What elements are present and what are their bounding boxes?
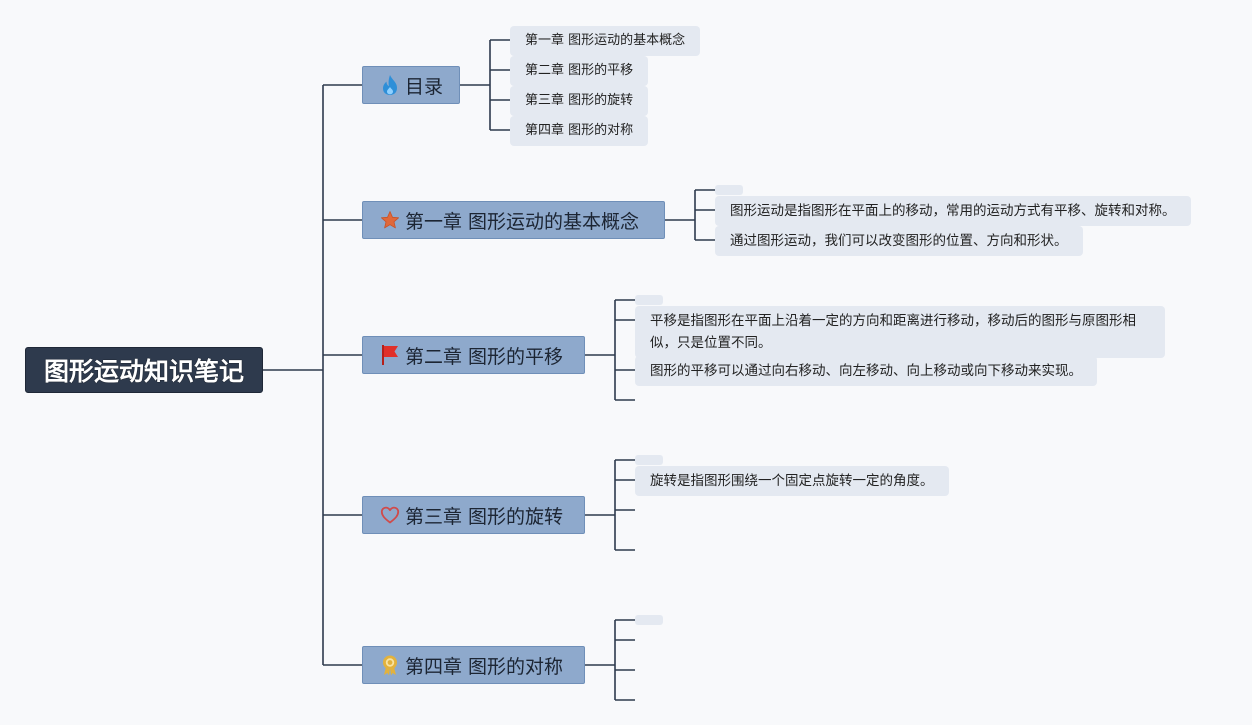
root-topic[interactable]: 图形运动知识笔记: [25, 347, 263, 393]
empty-topic[interactable]: [635, 615, 663, 625]
branch-toc-label: 目录: [405, 75, 444, 98]
root-topic-label: 图形运动知识笔记: [43, 357, 244, 386]
branch-chapter-2[interactable]: 第二章 图形的平移: [362, 336, 585, 374]
flag-icon: [379, 344, 401, 366]
branch-chapter-2-label: 第二章 图形的平移: [405, 345, 564, 368]
toc-item-chapter-1[interactable]: 第一章 图形运动的基本概念: [510, 26, 701, 56]
chapter-2-note-directions[interactable]: 图形的平移可以通过向右移动、向左移动、向上移动或向下移动来实现。: [635, 356, 1097, 386]
heart-icon: [379, 504, 401, 526]
chapter-3-note-definition[interactable]: 旋转是指图形围绕一个固定点旋转一定的角度。: [635, 466, 949, 496]
toc-item-chapter-2[interactable]: 第二章 图形的平移: [510, 56, 649, 86]
branch-chapter-1-label: 第一章 图形运动的基本概念: [405, 210, 640, 233]
branch-chapter-3[interactable]: 第三章 图形的旋转: [362, 496, 585, 534]
toc-item-chapter-4[interactable]: 第四章 图形的对称: [510, 116, 649, 146]
flame-icon: [379, 74, 401, 96]
branch-chapter-4[interactable]: 第四章 图形的对称: [362, 646, 585, 684]
empty-topic[interactable]: [635, 295, 663, 305]
chapter-1-note-purpose[interactable]: 通过图形运动，我们可以改变图形的位置、方向和形状。: [715, 226, 1083, 256]
branch-chapter-3-label: 第三章 图形的旋转: [405, 505, 564, 528]
empty-topic[interactable]: [715, 185, 743, 195]
empty-topic[interactable]: [635, 455, 663, 465]
star-icon: [379, 209, 401, 231]
award-icon: [379, 654, 401, 676]
chapter-2-note-definition[interactable]: 平移是指图形在平面上沿着一定的方向和距离进行移动，移动后的图形与原图形相似，只是…: [635, 306, 1165, 358]
toc-item-chapter-3[interactable]: 第三章 图形的旋转: [510, 86, 649, 116]
branch-chapter-4-label: 第四章 图形的对称: [405, 655, 564, 678]
chapter-1-note-definition[interactable]: 图形运动是指图形在平面上的移动，常用的运动方式有平移、旋转和对称。: [715, 196, 1191, 226]
branch-toc[interactable]: 目录: [362, 66, 460, 104]
branch-chapter-1[interactable]: 第一章 图形运动的基本概念: [362, 201, 665, 239]
